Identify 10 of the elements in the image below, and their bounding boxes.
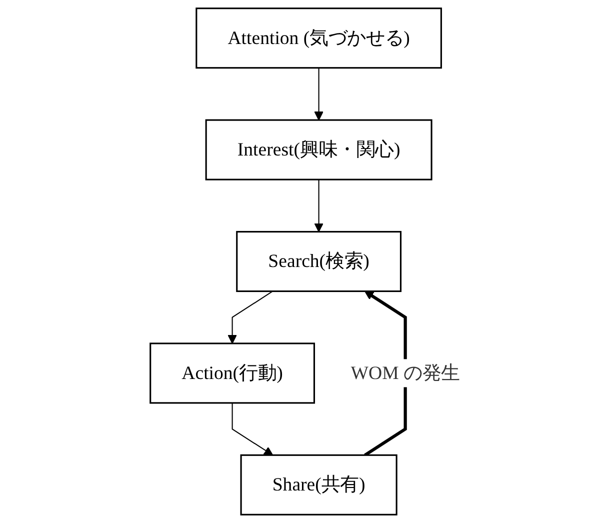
arrow xyxy=(228,290,274,344)
node-box: Attention (気づかせる) xyxy=(196,8,442,69)
node-box: Search(検索) xyxy=(236,230,402,292)
arrow xyxy=(314,68,324,120)
node-box: Interest(興味・関心) xyxy=(206,119,433,180)
node-box: Action(行動) xyxy=(150,342,316,404)
arrow xyxy=(314,180,324,232)
node-box: Share(共有) xyxy=(240,454,398,516)
arrow xyxy=(232,402,274,456)
edge-label: WOM の発生 xyxy=(351,362,460,384)
